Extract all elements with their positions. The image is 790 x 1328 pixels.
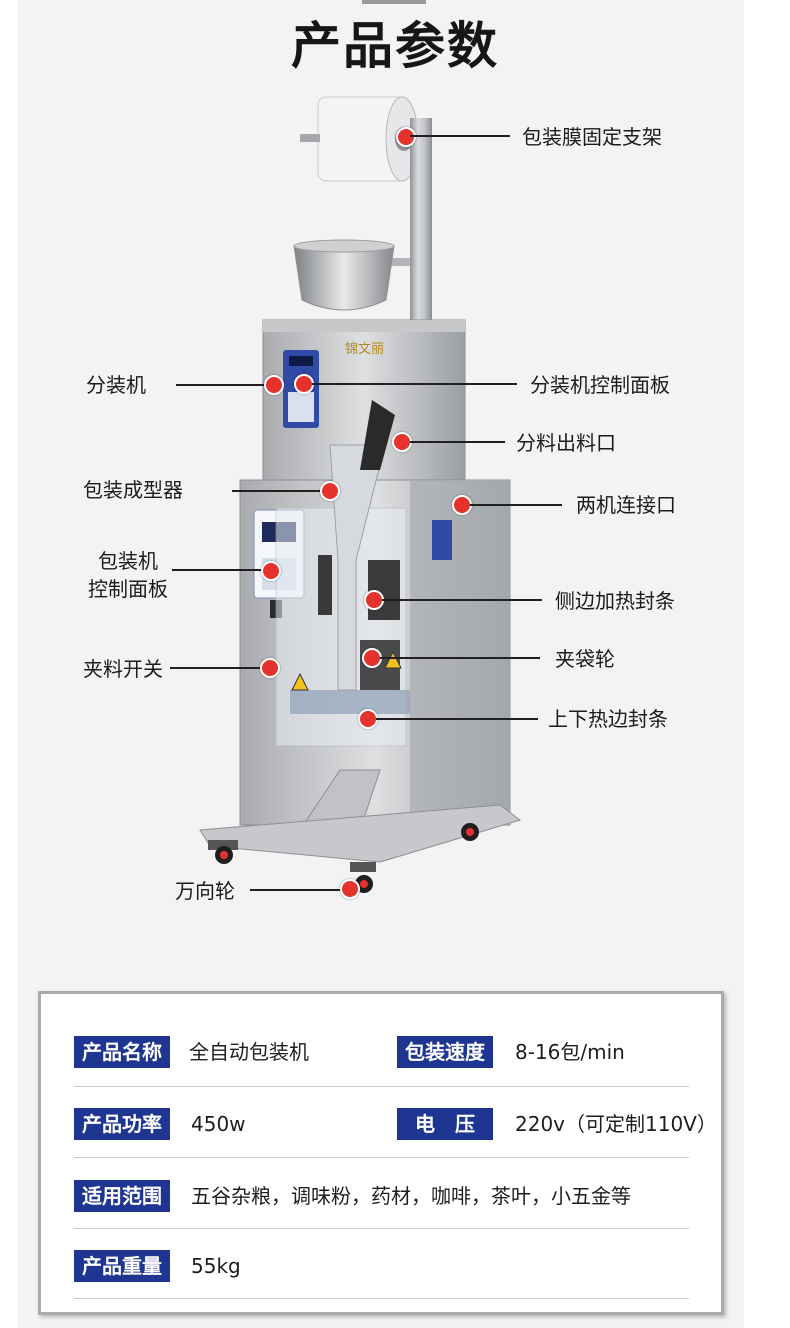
callout-label-film-holder: 包装膜固定支架 bbox=[522, 125, 662, 149]
spec-label-voltage: 电 压 bbox=[397, 1108, 493, 1140]
callout-line-film-holder bbox=[410, 135, 510, 137]
callout-dot-connector bbox=[452, 495, 472, 515]
callout-label-side-sealer: 侧边加热封条 bbox=[555, 589, 675, 613]
machine-illustration: 锦文丽 bbox=[199, 96, 522, 893]
spec-label-name: 产品名称 bbox=[74, 1036, 170, 1068]
callout-dot-outlet bbox=[392, 432, 412, 452]
callout-label-outlet: 分料出料口 bbox=[516, 431, 616, 455]
callout-label-packer-panel-1: 包装机 bbox=[98, 549, 158, 573]
callout-line-connector bbox=[470, 504, 562, 506]
callout-dot-filler bbox=[264, 375, 284, 395]
callout-dot-side-sealer bbox=[364, 590, 384, 610]
callout-label-clamp-switch: 夹料开关 bbox=[83, 657, 163, 681]
spec-separator bbox=[74, 1086, 689, 1087]
callout-line-filler-panel bbox=[312, 383, 517, 385]
callout-line-caster bbox=[250, 889, 344, 891]
hopper-bowl bbox=[293, 245, 395, 311]
spec-value-speed: 8-16包/min bbox=[515, 1040, 625, 1064]
brand-logo-text: 锦文丽 bbox=[345, 342, 384, 357]
spec-label-weight: 产品重量 bbox=[74, 1250, 170, 1282]
callout-line-packer-panel bbox=[172, 569, 266, 571]
spec-table: 产品名称 全自动包装机 包装速度 8-16包/min 产品功率 450w 电 压… bbox=[38, 991, 724, 1315]
callout-line-former bbox=[232, 490, 324, 492]
callout-dot-caster bbox=[340, 879, 360, 899]
callout-label-connector: 两机连接口 bbox=[576, 493, 676, 517]
callout-line-filler bbox=[176, 384, 272, 386]
spec-label-power: 产品功率 bbox=[74, 1108, 170, 1140]
callout-dot-filler-panel bbox=[294, 374, 314, 394]
callout-dot-former bbox=[320, 481, 340, 501]
callout-label-updown-sealer: 上下热边封条 bbox=[548, 707, 668, 731]
spec-value-weight: 55kg bbox=[191, 1254, 241, 1278]
callout-line-clamp-switch bbox=[170, 667, 264, 669]
spec-value-power: 450w bbox=[191, 1112, 246, 1136]
spec-value-voltage: 220v（可定制110V） bbox=[515, 1112, 717, 1136]
callout-label-former: 包装成型器 bbox=[83, 478, 183, 502]
page-title: 产品参数 bbox=[291, 17, 499, 75]
callout-line-outlet bbox=[410, 441, 505, 443]
spec-label-speed: 包装速度 bbox=[397, 1036, 493, 1068]
spec-label-range: 适用范围 bbox=[74, 1180, 170, 1212]
callout-line-side-sealer bbox=[382, 599, 542, 601]
spec-value-name: 全自动包装机 bbox=[189, 1040, 309, 1064]
callout-label-packer-panel-2: 控制面板 bbox=[88, 577, 168, 601]
callout-dot-film-holder bbox=[396, 127, 416, 147]
callout-label-bag-wheel: 夹袋轮 bbox=[555, 647, 615, 671]
callout-label-caster: 万向轮 bbox=[175, 879, 235, 903]
callout-label-filler-panel: 分装机控制面板 bbox=[530, 373, 670, 397]
callout-dot-packer-panel bbox=[261, 561, 281, 581]
title-top-bar bbox=[362, 0, 426, 4]
spec-separator bbox=[74, 1298, 689, 1299]
callout-line-bag-wheel bbox=[380, 657, 540, 659]
callout-dot-bag-wheel bbox=[362, 648, 382, 668]
spec-separator bbox=[74, 1228, 689, 1229]
callout-dot-updown-sealer bbox=[358, 709, 378, 729]
callout-label-filler: 分装机 bbox=[86, 373, 146, 397]
spec-separator bbox=[74, 1157, 689, 1158]
callout-line-updown-sealer bbox=[376, 718, 538, 720]
spec-value-range: 五谷杂粮，调味粉，药材，咖啡，茶叶，小五金等 bbox=[191, 1184, 631, 1208]
callout-dot-clamp-switch bbox=[260, 658, 280, 678]
